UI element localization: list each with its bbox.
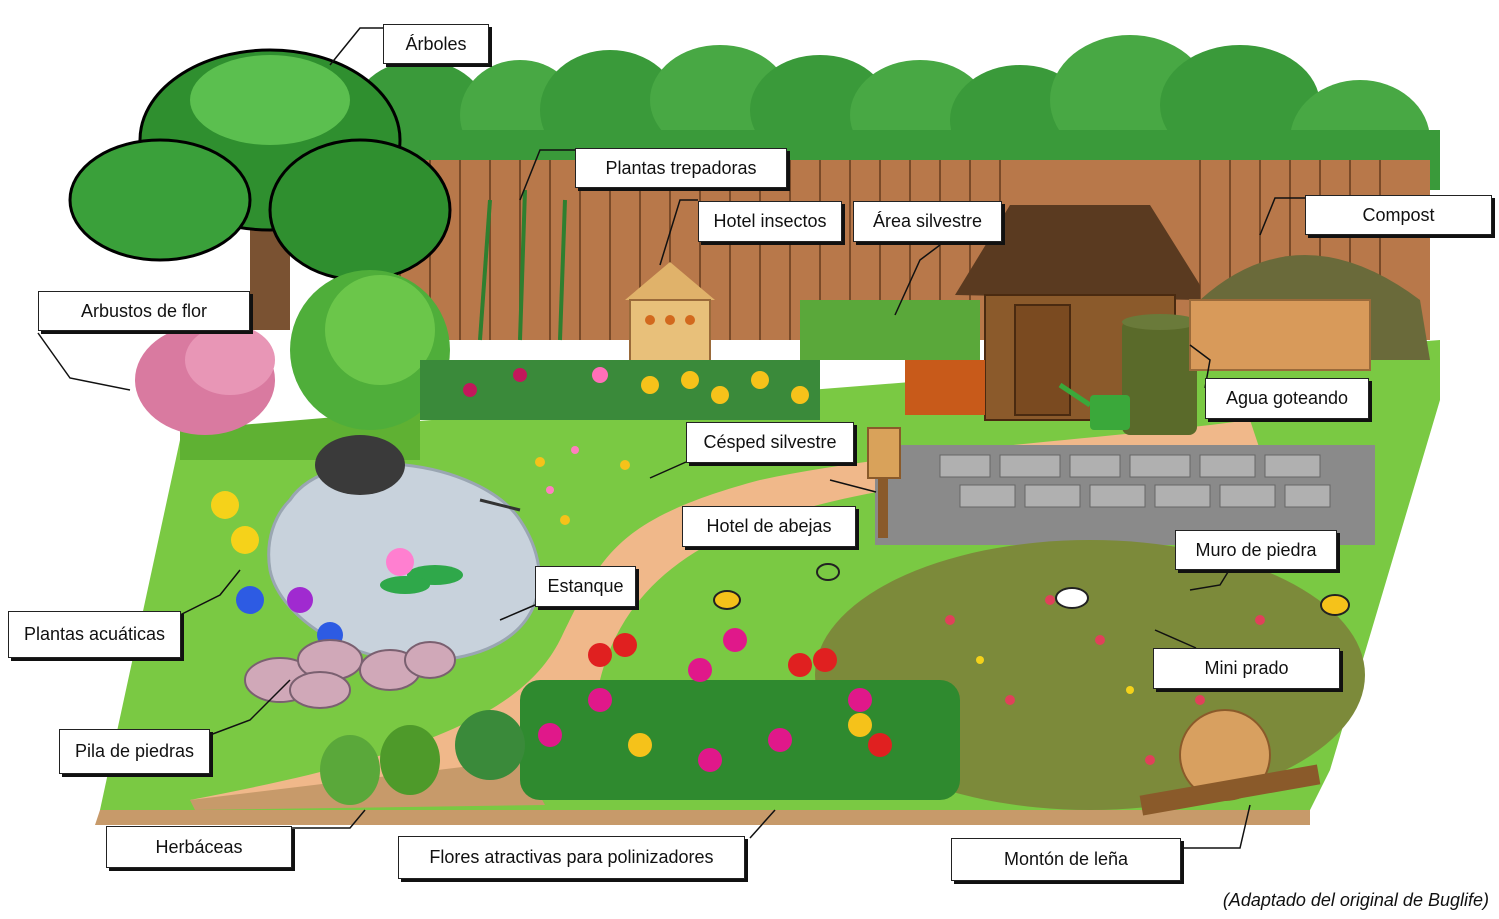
label-agua-goteando: Agua goteando [1205, 378, 1369, 419]
watering-can [1058, 382, 1130, 430]
label-estanque: Estanque [535, 566, 636, 607]
leader-lines [37, 27, 1305, 849]
bee [713, 590, 741, 610]
herbaceous-plants [320, 710, 525, 805]
label-plantas-trepadoras: Plantas trepadoras [575, 148, 787, 188]
label-compost: Compost [1305, 195, 1492, 235]
compost-heap [1189, 255, 1430, 371]
label-mini-prado: Mini prado [1153, 648, 1340, 689]
pollinator-flowers [520, 628, 960, 800]
log-pile [1139, 709, 1321, 816]
bee-right [1320, 594, 1350, 616]
pond [267, 435, 541, 663]
label-arboles: Árboles [383, 24, 489, 64]
label-hotel-abejas: Hotel de abejas [682, 506, 856, 547]
tree-illustration [68, 48, 452, 330]
flower-border [420, 360, 820, 420]
stone-wall [875, 445, 1375, 545]
butterfly [1055, 587, 1089, 609]
label-muro-piedra: Muro de piedra [1175, 530, 1337, 570]
label-hotel-insectos: Hotel insectos [698, 201, 842, 242]
label-monton-lena: Montón de leña [951, 838, 1181, 881]
fly [816, 563, 840, 581]
green-bush [290, 270, 450, 430]
label-arbustos-flor: Arbustos de flor [38, 291, 250, 331]
dragonfly [479, 498, 521, 512]
label-pila-piedras: Pila de piedras [59, 729, 210, 774]
bee-hotel [867, 427, 901, 538]
label-flores-polinizadores: Flores atractivas para polinizadores [398, 836, 745, 879]
label-area-silvestre: Área silvestre [853, 201, 1002, 242]
label-cesped-silvestre: Césped silvestre [686, 422, 854, 463]
wild-area [800, 300, 980, 360]
stone-pile [244, 639, 456, 709]
label-plantas-acuaticas: Plantas acuáticas [8, 611, 181, 658]
flowering-shrub [135, 325, 275, 435]
lawn-flowers [535, 446, 630, 525]
aquatic-plants [211, 491, 343, 648]
label-herbaceas: Herbáceas [106, 826, 292, 868]
climbing-plants [478, 189, 567, 341]
credit-text: (Adaptado del original de Buglife) [1222, 890, 1489, 910]
water-butt [1122, 314, 1198, 435]
